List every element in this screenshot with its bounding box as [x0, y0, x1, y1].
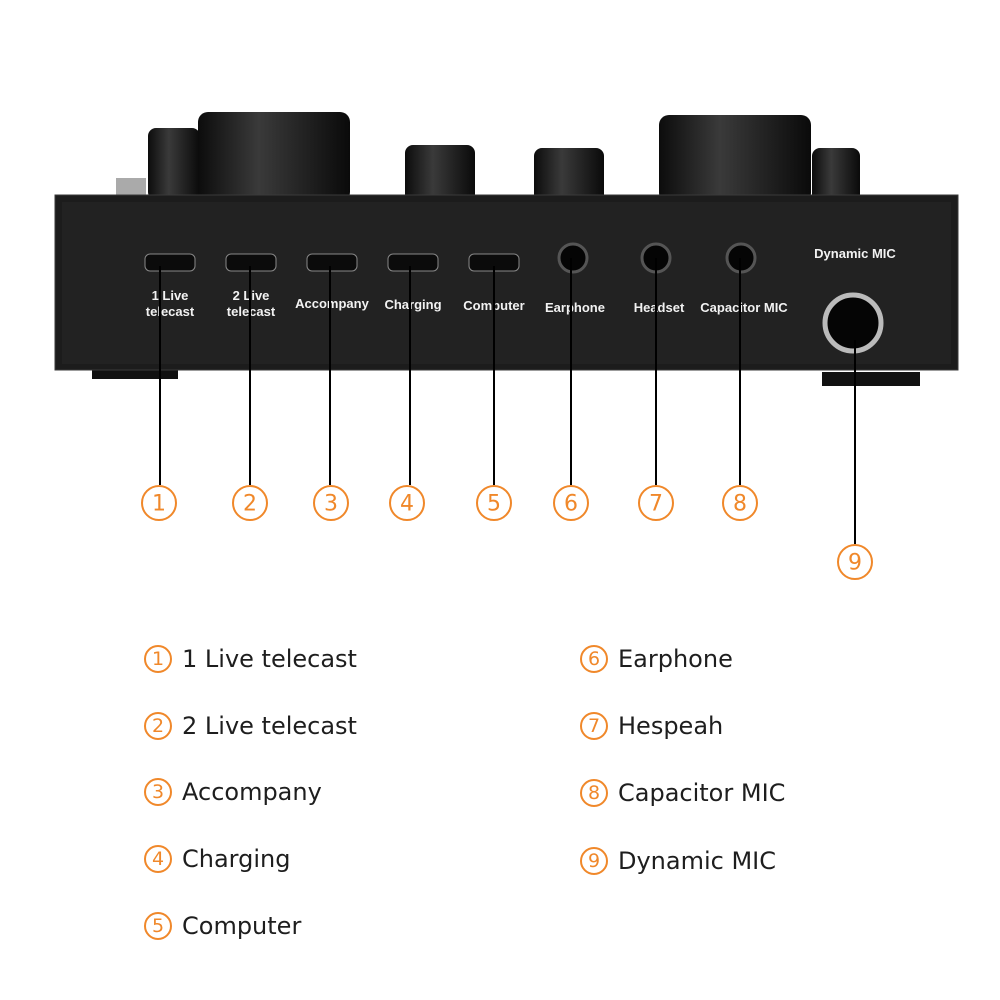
callout-4: 4: [400, 492, 414, 517]
legend-label: Computer: [182, 912, 302, 940]
knob: [405, 145, 475, 203]
callout-9: 9: [848, 551, 862, 576]
knob: [534, 148, 604, 203]
port-label-4: Charging: [384, 297, 441, 312]
screw: [116, 178, 146, 196]
legend-item-2: 2 2 Live telecast: [144, 712, 357, 740]
callout-3: 3: [324, 492, 338, 517]
port-3: [306, 253, 358, 272]
callout-1: 1: [152, 492, 166, 517]
port-label-8: Capacitor MIC: [700, 300, 788, 315]
legend-number: 1: [144, 645, 172, 673]
legend-item-1: 1 1 Live telecast: [144, 645, 357, 673]
legend-number: 7: [580, 712, 608, 740]
legend-number: 5: [144, 912, 172, 940]
legend-label: Hespeah: [618, 712, 724, 740]
port-label-6: Earphone: [545, 300, 605, 315]
legend-label: Dynamic MIC: [618, 847, 777, 875]
callout-circle-5: [476, 485, 512, 521]
legend-label: Charging: [182, 845, 291, 873]
legend-item-4: 4 Charging: [144, 845, 290, 873]
callout-circle-2: [232, 485, 268, 521]
knob: [659, 115, 811, 203]
callout-6: 6: [564, 492, 578, 517]
callout-2: 2: [243, 492, 257, 517]
legend-number: 2: [144, 712, 172, 740]
foot: [822, 372, 920, 386]
port-9: [822, 292, 884, 354]
legend-label: 1 Live telecast: [182, 645, 357, 673]
legend-item-8: 8 Capacitor MIC: [580, 779, 785, 807]
callout-circle-3: [313, 485, 349, 521]
legend-item-5: 5 Computer: [144, 912, 301, 940]
legend-number: 3: [144, 778, 172, 806]
callout-circle-9: [837, 544, 873, 580]
port-1: [144, 253, 196, 272]
callout-circle-4: [389, 485, 425, 521]
port-label-9: Dynamic MIC: [814, 246, 896, 261]
callout-circle-8: [722, 485, 758, 521]
port-6: [557, 242, 589, 274]
callout-circle-6: [553, 485, 589, 521]
legend-number: 9: [580, 847, 608, 875]
knob: [812, 148, 860, 203]
legend-label: Capacitor MIC: [618, 779, 786, 807]
port-label-3: Accompany: [295, 296, 369, 311]
usb-ports: [144, 242, 884, 354]
callout-7: 7: [649, 492, 663, 517]
callout-circle-1: [141, 485, 177, 521]
legend-label: 2 Live telecast: [182, 712, 357, 740]
legend-item-9: 9 Dynamic MIC: [580, 847, 776, 875]
legend-number: 8: [580, 779, 608, 807]
callout-8: 8: [733, 492, 747, 517]
legend-label: Accompany: [182, 778, 322, 806]
callout-circle-7: [638, 485, 674, 521]
legend-item-7: 7 Hespeah: [580, 712, 723, 740]
knobs: [116, 112, 860, 203]
callout-5: 5: [487, 492, 501, 517]
port-4: [387, 253, 439, 272]
knob: [148, 128, 200, 200]
port-label-7: Headset: [634, 300, 685, 315]
legend-item-6: 6 Earphone: [580, 645, 733, 673]
legend-number: 6: [580, 645, 608, 673]
leader-lines: [159, 258, 856, 544]
knob: [198, 112, 350, 202]
legend-label: Earphone: [618, 645, 733, 673]
legend-item-3: 3 Accompany: [144, 778, 322, 806]
legend-number: 4: [144, 845, 172, 873]
